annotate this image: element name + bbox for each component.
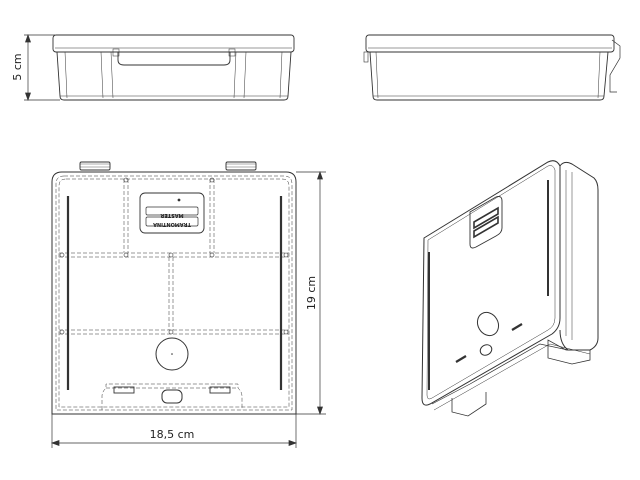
width-dimension bbox=[50, 414, 298, 448]
side-view bbox=[363, 34, 621, 101]
isometric-view bbox=[421, 160, 599, 417]
top-view bbox=[51, 161, 297, 415]
brand-logo: MASTER TRAMONTINA bbox=[153, 212, 191, 227]
front-view bbox=[52, 34, 295, 101]
depth-dimension bbox=[296, 170, 326, 416]
logo-line-master: MASTER bbox=[160, 212, 183, 218]
logo-line-tramontina: TRAMONTINA bbox=[153, 221, 191, 227]
width-label: 18,5 cm bbox=[150, 428, 195, 441]
height-label: 5 cm bbox=[11, 53, 24, 80]
depth-label: 19 cm bbox=[305, 276, 318, 310]
height-dimension bbox=[24, 33, 60, 102]
